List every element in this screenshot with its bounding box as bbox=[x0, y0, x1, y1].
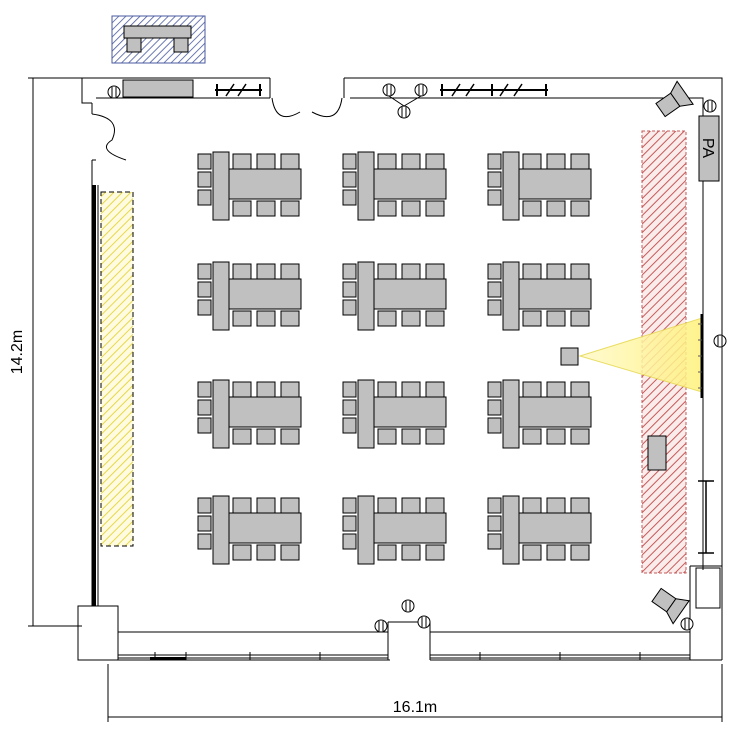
pa-desk: PA bbox=[698, 115, 720, 182]
outlet-icon bbox=[703, 99, 717, 113]
table-group bbox=[487, 379, 592, 449]
seating-area bbox=[197, 151, 592, 565]
outlet-icon bbox=[107, 85, 121, 99]
table-group bbox=[197, 495, 302, 565]
screen-marks bbox=[698, 323, 702, 389]
projection-beam bbox=[578, 317, 703, 393]
outlet-icon bbox=[417, 615, 431, 629]
table-group bbox=[197, 151, 302, 221]
outlet-icon bbox=[397, 105, 411, 119]
outlet-icon bbox=[382, 83, 396, 97]
table-group bbox=[342, 261, 447, 331]
outlet-icon bbox=[401, 599, 415, 613]
table-group bbox=[342, 151, 447, 221]
table-group bbox=[197, 379, 302, 449]
lectern bbox=[647, 435, 667, 471]
window-mark-2 bbox=[440, 83, 548, 97]
outlet-icon bbox=[414, 83, 428, 97]
outlet-icons bbox=[107, 83, 727, 633]
pa-label: PA bbox=[699, 138, 716, 158]
width-label: 16.1m bbox=[393, 699, 437, 716]
left-wall-thick bbox=[92, 185, 96, 606]
storage-cart bbox=[111, 15, 206, 64]
counter bbox=[122, 79, 194, 98]
table-group bbox=[487, 495, 592, 565]
speaker-icon bbox=[651, 587, 691, 625]
projector-icon bbox=[560, 347, 579, 366]
table-group bbox=[197, 261, 302, 331]
width-dimension bbox=[107, 664, 723, 722]
speaker-icon bbox=[655, 80, 695, 118]
outlet-icon bbox=[374, 619, 388, 633]
table-group bbox=[487, 151, 592, 221]
outlet-icon bbox=[680, 617, 694, 631]
window-mark-1 bbox=[215, 83, 262, 97]
height-dimension bbox=[28, 77, 82, 627]
table-group bbox=[342, 495, 447, 565]
mic-stand-icon bbox=[698, 480, 714, 554]
outlet-icon bbox=[713, 334, 727, 348]
yellow-zone bbox=[100, 191, 134, 547]
bottom-window-dark bbox=[150, 657, 186, 660]
table-group bbox=[342, 379, 447, 449]
bottom-windows bbox=[118, 652, 690, 660]
height-label: 14.2m bbox=[9, 330, 26, 374]
table-group bbox=[487, 261, 592, 331]
